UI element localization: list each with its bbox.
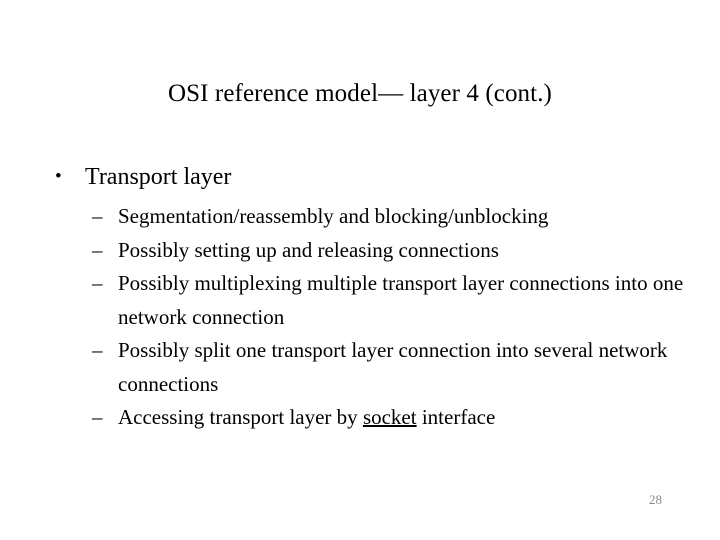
socket-term: socket [362, 405, 417, 429]
sub-bullet-text-before: Possibly split one transport layer conne… [118, 338, 668, 396]
sub-bullet-text: Segmentation/reassembly and blocking/unb… [118, 200, 720, 234]
dash-icon: – [92, 405, 103, 429]
sub-bullet-text: Accessing transport layer by socket inte… [118, 401, 720, 435]
sub-bullet-text: Possibly setting up and releasing connec… [118, 234, 720, 268]
sub-bullet-text-before: Possibly setting up and releasing connec… [118, 237, 499, 262]
dash-icon: – [92, 204, 103, 228]
sub-bullet-text-before: Accessing transport layer by [118, 405, 363, 429]
bullet-level1-label: Transport layer [85, 164, 232, 190]
sub-bullet-segmentation: – Segmentation/reassembly and blocking/u… [0, 200, 720, 234]
dash-icon: – [92, 237, 103, 262]
sub-bullet-text-after: interface [416, 405, 496, 429]
dash-icon: – [92, 338, 103, 362]
sub-bullet-text-before: Possibly multiplexing multiple transport… [118, 271, 684, 329]
sub-bullet-split-connection: – Possibly split one transport layer con… [0, 334, 720, 401]
sub-bullet-multiplexing: – Possibly multiplexing multiple transpo… [0, 267, 720, 334]
page-title: OSI reference model— layer 4 (cont.) [168, 80, 552, 107]
sub-bullet-text-before: Segmentation/reassembly and blocking/unb… [118, 204, 549, 228]
sub-bullet-list: – Segmentation/reassembly and blocking/u… [0, 200, 720, 435]
bullet-transport-layer: • Transport layer [0, 160, 720, 194]
sub-bullet-text: Possibly multiplexing multiple transport… [118, 267, 720, 334]
page-number: 28 [649, 492, 662, 507]
slide-body: • Transport layer – Segmentation/reassem… [0, 160, 720, 435]
dash-icon: – [92, 271, 103, 295]
sub-bullet-text: Possibly split one transport layer conne… [118, 334, 720, 401]
sub-bullet-setup-release: – Possibly setting up and releasing conn… [0, 234, 720, 268]
sub-bullet-socket-interface: – Accessing transport layer by socket in… [0, 401, 720, 435]
bullet-dot-icon: • [55, 166, 62, 187]
